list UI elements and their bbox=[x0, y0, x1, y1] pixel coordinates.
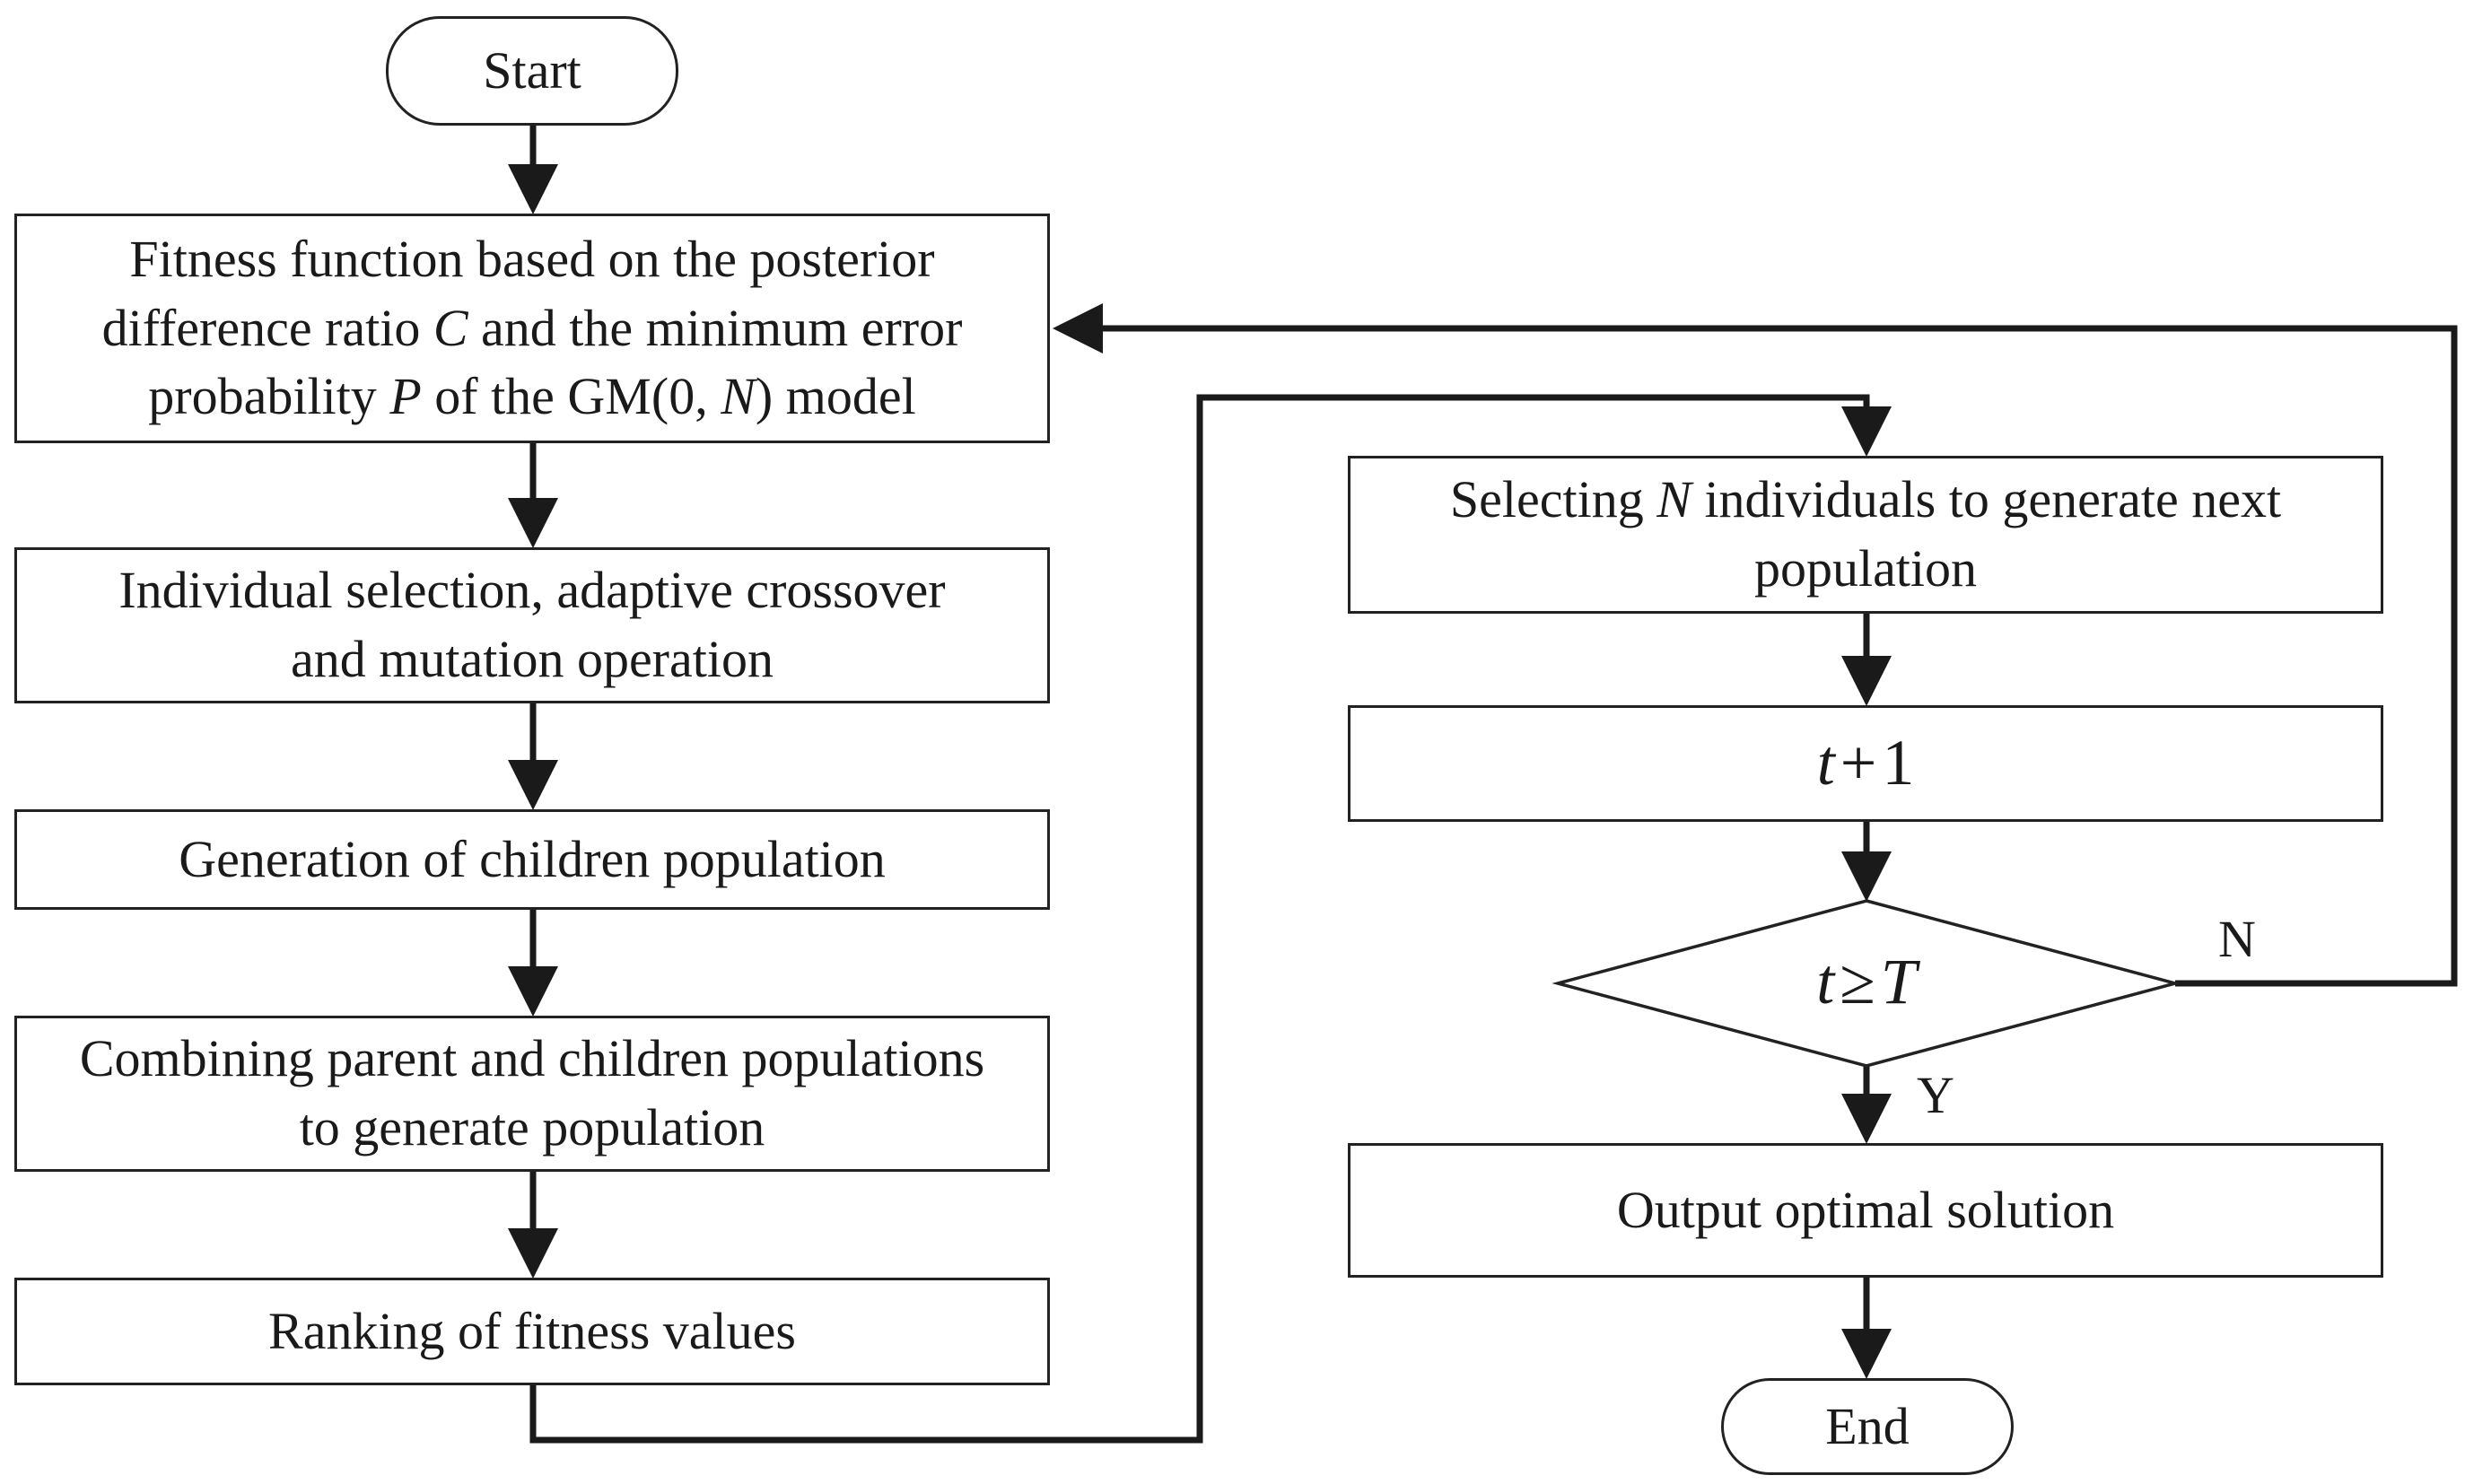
output-label: Output optimal solution bbox=[1616, 1180, 2115, 1239]
condition-expression: t≥T bbox=[1816, 946, 1917, 1017]
no-branch-label: N bbox=[2218, 910, 2256, 968]
fitness-text: Fitness function based on the posterior … bbox=[102, 225, 963, 432]
combine-populations-box: Combining parent and children population… bbox=[14, 1016, 1050, 1172]
selection-text: Individual selection, adaptive crossover… bbox=[118, 556, 945, 694]
start-node: Start bbox=[386, 16, 678, 126]
ranking-box: Ranking of fitness values bbox=[14, 1278, 1050, 1385]
output-box: Output optimal solution bbox=[1348, 1143, 2383, 1278]
select-n-box: Selecting N individuals to generate next… bbox=[1348, 456, 2383, 614]
fitness-function-box: Fitness function based on the posterior … bbox=[14, 214, 1050, 443]
increment-expression: t+1 bbox=[1816, 727, 1915, 799]
select-n-line-2: population bbox=[1753, 539, 1978, 598]
selection-line-1: Individual selection, adaptive crossover bbox=[118, 561, 946, 620]
fitness-line-3: probability P of the GM(0, N) model bbox=[148, 367, 916, 426]
select-n-text: Selecting N individuals to generate next… bbox=[1450, 466, 2281, 603]
combine-text: Combining parent and children population… bbox=[80, 1025, 984, 1162]
fitness-line-1: Fitness function based on the posterior bbox=[129, 230, 935, 289]
decision-diamond bbox=[1552, 899, 2181, 1068]
combine-line-2: to generate population bbox=[299, 1098, 765, 1157]
arrow-ranking-to-select-n bbox=[529, 394, 1892, 1444]
start-label: Start bbox=[483, 40, 581, 100]
selection-box: Individual selection, adaptive crossover… bbox=[14, 547, 1050, 703]
select-n-line-1: Selecting N individuals to generate next bbox=[1449, 470, 2282, 529]
children-label: Generation of children population bbox=[179, 829, 886, 888]
selection-line-2: and mutation operation bbox=[291, 630, 774, 688]
increment-box: t+1 bbox=[1348, 705, 2383, 822]
arrow-condition-no-loop bbox=[1053, 303, 2458, 987]
end-node: End bbox=[1721, 1378, 2014, 1475]
children-generation-box: Generation of children population bbox=[14, 809, 1050, 910]
combine-line-1: Combining parent and children population… bbox=[79, 1029, 985, 1088]
fitness-line-2: difference ratio C and the minimum error bbox=[101, 298, 963, 357]
end-label: End bbox=[1825, 1396, 1910, 1455]
ranking-label: Ranking of fitness values bbox=[268, 1301, 796, 1360]
yes-branch-label: Y bbox=[1917, 1066, 1954, 1124]
